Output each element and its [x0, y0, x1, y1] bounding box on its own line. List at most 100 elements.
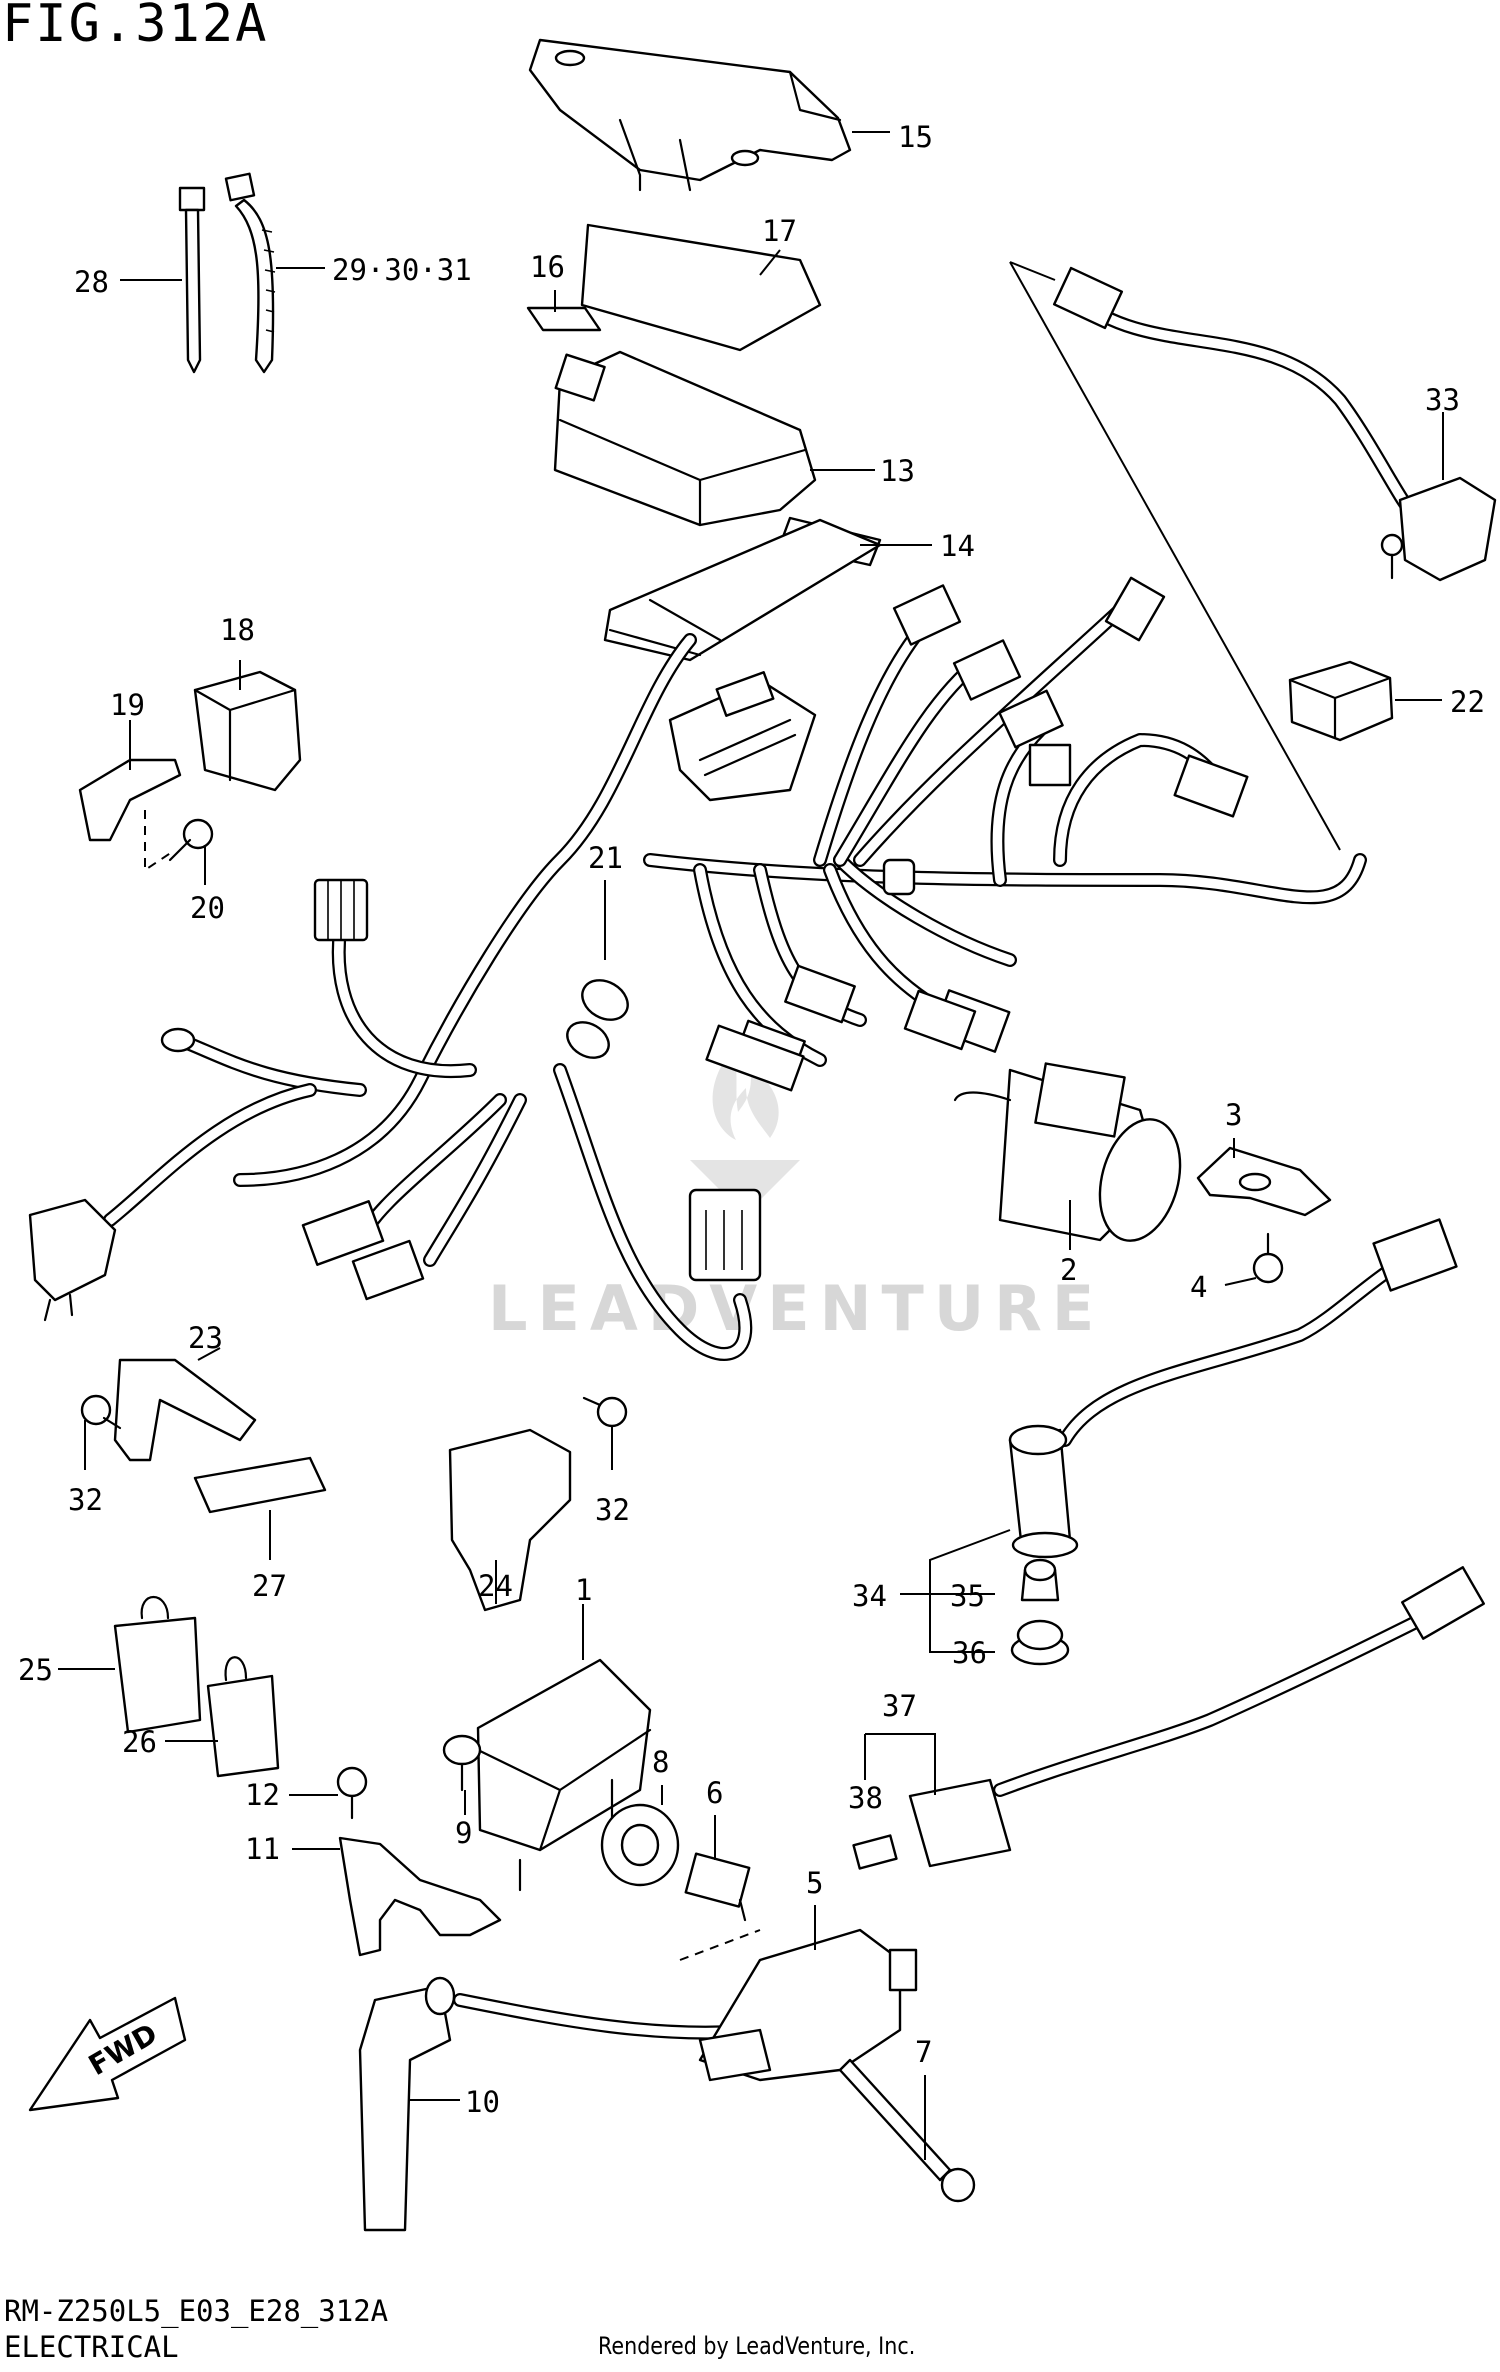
harness-ground-terminal[interactable]	[160, 1027, 196, 1053]
part-6-terminal[interactable]	[684, 1852, 751, 1922]
part-1-ignition-coil[interactable]	[476, 1658, 652, 1892]
harness-ecm-connector[interactable]	[668, 671, 817, 802]
harness-connector-ne-3[interactable]	[1104, 576, 1166, 642]
part-20-screw[interactable]	[168, 818, 214, 862]
part-7-bolt[interactable]	[838, 2058, 976, 2203]
part-35-bulb[interactable]	[1020, 1558, 1060, 1602]
part-19-clamp[interactable]	[78, 758, 182, 842]
section-label: ELECTRICAL	[4, 2330, 179, 2364]
callout-37: 37	[882, 1689, 917, 1723]
callout-5: 5	[806, 1866, 823, 1900]
part-38-fuse[interactable]	[852, 1834, 898, 1870]
callout-33: 33	[1425, 383, 1460, 417]
part-15-ecm-bracket[interactable]	[528, 38, 852, 192]
part-29-cable-tie[interactable]	[224, 172, 276, 374]
callout-15: 15	[898, 120, 933, 154]
guide-line-33	[1009, 261, 1341, 851]
part-28-cable-tie[interactable]	[178, 186, 206, 374]
callout-38: 38	[848, 1781, 883, 1815]
watermark-text: LEADVENTURE	[488, 1272, 1104, 1345]
figure-title: FIG.312A	[2, 0, 269, 54]
part-16-pad[interactable]	[526, 306, 602, 332]
callout-6: 6	[706, 1776, 723, 1810]
callout-32-mid: 32	[595, 1493, 630, 1527]
part-19-dashed-guide	[144, 810, 173, 872]
part-13-ecm-unit[interactable]	[553, 350, 817, 527]
callout-18: 18	[220, 613, 255, 647]
callout-29-30-31: 29·30·31	[332, 253, 472, 287]
part-17-cushion[interactable]	[580, 223, 822, 352]
callout-35: 35	[950, 1579, 985, 1613]
harness-connector-mid-2[interactable]	[1028, 743, 1072, 787]
part-18-relay[interactable]	[193, 670, 302, 792]
callout-19: 19	[110, 688, 145, 722]
callout-26: 26	[122, 1725, 157, 1759]
callout-1: 1	[575, 1573, 592, 1607]
harness-connector-mid-1[interactable]	[998, 689, 1064, 749]
part-10-spark-plug-cap[interactable]	[358, 1976, 456, 2232]
callout-27: 27	[252, 1569, 287, 1603]
callout-21: 21	[588, 841, 623, 875]
part-2-condenser[interactable]	[953, 1062, 1193, 1250]
part-25-connector[interactable]	[113, 1595, 202, 1734]
guide-line-33-top	[1009, 261, 1056, 281]
figure-code: RM-Z250L5_E03_E28_312A	[4, 2294, 389, 2328]
callout-16: 16	[530, 250, 565, 284]
callout-numbers: 15 28 29·30·31 16 17 1 3 14 18 19 20 21 2…	[18, 120, 1485, 2119]
callout-8: 8	[652, 1745, 669, 1779]
harness-connector-east[interactable]	[1173, 754, 1249, 818]
callout-10: 10	[465, 2085, 500, 2119]
part-8-grommet[interactable]	[600, 1803, 680, 1887]
part-32-screw-mid[interactable]	[582, 1396, 628, 1428]
callout-28: 28	[74, 265, 109, 299]
callout-34: 34	[852, 1579, 887, 1613]
harness-connector-ne-1[interactable]	[892, 584, 962, 646]
leader-lines	[58, 131, 1444, 2160]
watermark-logo: LEADVENTURE	[488, 1050, 1104, 1345]
part-36-grommet[interactable]	[1010, 1619, 1070, 1666]
callout-14: 14	[940, 529, 975, 563]
callout-17: 17	[762, 214, 797, 248]
part-14-ecm-strap[interactable]	[603, 516, 882, 662]
callout-32-left: 32	[68, 1483, 103, 1517]
callout-12: 12	[245, 1778, 280, 1812]
harness-connector-sw-1[interactable]	[301, 1200, 385, 1266]
part-32-screw-left[interactable]	[80, 1394, 122, 1430]
callout-4: 4	[1190, 1270, 1207, 1304]
harness-connector-w-top[interactable]	[313, 878, 369, 942]
harness-connector-sw-2[interactable]	[351, 1239, 425, 1301]
part-23-bracket[interactable]	[113, 1358, 257, 1462]
part-26-connector[interactable]	[206, 1656, 280, 1778]
harness-connector-se-2[interactable]	[903, 989, 977, 1051]
harness-connector-ne-2[interactable]	[952, 639, 1022, 701]
part-22-connector-cap[interactable]	[1288, 660, 1394, 742]
callout-20: 20	[190, 891, 225, 925]
callout-3: 3	[1225, 1098, 1242, 1132]
harness-connector-center[interactable]	[688, 1188, 762, 1282]
fwd-arrow: FWD	[28, 1996, 187, 2112]
part-27-pad[interactable]	[193, 1456, 327, 1514]
part-9-nut[interactable]	[442, 1734, 482, 1792]
part-12-screw[interactable]	[336, 1766, 368, 1820]
render-credit: Rendered by LeadVenture, Inc.	[598, 2332, 916, 2360]
part-34-plug-cap-lead[interactable]	[1008, 1218, 1458, 1559]
callout-11: 11	[245, 1832, 280, 1866]
part-24-bracket[interactable]	[448, 1428, 572, 1612]
harness-connector-west[interactable]	[28, 1198, 117, 1322]
part-11-bracket[interactable]	[338, 1836, 502, 1957]
part-3-condenser-bracket[interactable]	[1196, 1146, 1332, 1217]
harness-connector-s-1[interactable]	[784, 964, 856, 1024]
callout-7: 7	[915, 2035, 932, 2069]
callout-23: 23	[188, 1321, 223, 1355]
part-5-ignition-coil[interactable]	[453, 1928, 918, 2082]
callout-9: 9	[455, 1816, 472, 1850]
part-5-dashed-guide	[679, 1929, 761, 1961]
harness-connector-mid-3[interactable]	[705, 1024, 805, 1092]
callout-25: 25	[18, 1653, 53, 1687]
callout-22: 22	[1450, 685, 1485, 719]
callout-36: 36	[952, 1636, 987, 1670]
part-37-fuse-lead[interactable]	[908, 1566, 1486, 1868]
part-33-sensor[interactable]	[1052, 266, 1497, 582]
part-4-screw[interactable]	[1252, 1232, 1284, 1284]
